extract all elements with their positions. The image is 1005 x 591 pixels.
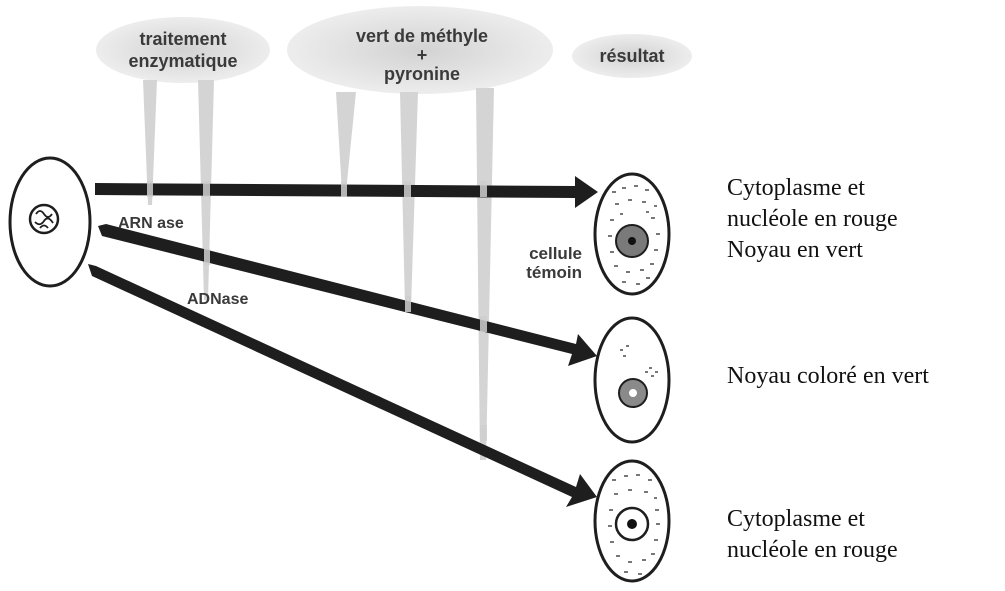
result-cell-dnase — [595, 461, 669, 581]
result-note-dnase-line1: Cytoplasme et — [727, 504, 898, 535]
source-cell — [10, 158, 90, 286]
result-cell-rnase — [595, 318, 669, 442]
result-note-control-line1: Cytoplasme et — [727, 173, 898, 204]
result-cell-control — [595, 174, 669, 294]
enzyme-header-line1: traitement — [139, 29, 226, 49]
result-note-dnase: Cytoplasme et nucléole en rouge — [727, 504, 898, 566]
enzyme-header-line2: enzymatique — [128, 51, 237, 71]
result-note-control-line2: nucléole en rouge — [727, 204, 898, 235]
dnase-arrow — [88, 264, 597, 507]
result-note-control-line3: Noyau en vert — [727, 235, 898, 266]
control-label-line2: témoin — [526, 263, 582, 282]
stain-header-line2: + — [417, 45, 428, 65]
enzyme-header-cloud — [96, 17, 270, 83]
rnase-label: ARN ase — [118, 215, 184, 232]
result-note-control: Cytoplasme et nucléole en rouge Noyau en… — [727, 173, 898, 266]
dnase-label: ADNase — [187, 291, 248, 308]
stain-header-line1: vert de méthyle — [356, 26, 488, 46]
result-note-rnase-line1: Noyau coloré en vert — [727, 361, 929, 392]
stain-header-line3: pyronine — [384, 64, 460, 84]
treatment-streams — [143, 80, 494, 460]
rnase-arrow — [98, 224, 597, 366]
control-label-line1: cellule — [529, 244, 582, 263]
result-note-dnase-line2: nucléole en rouge — [727, 535, 898, 566]
result-note-rnase: Noyau coloré en vert — [727, 361, 929, 392]
result-header: résultat — [599, 46, 664, 66]
